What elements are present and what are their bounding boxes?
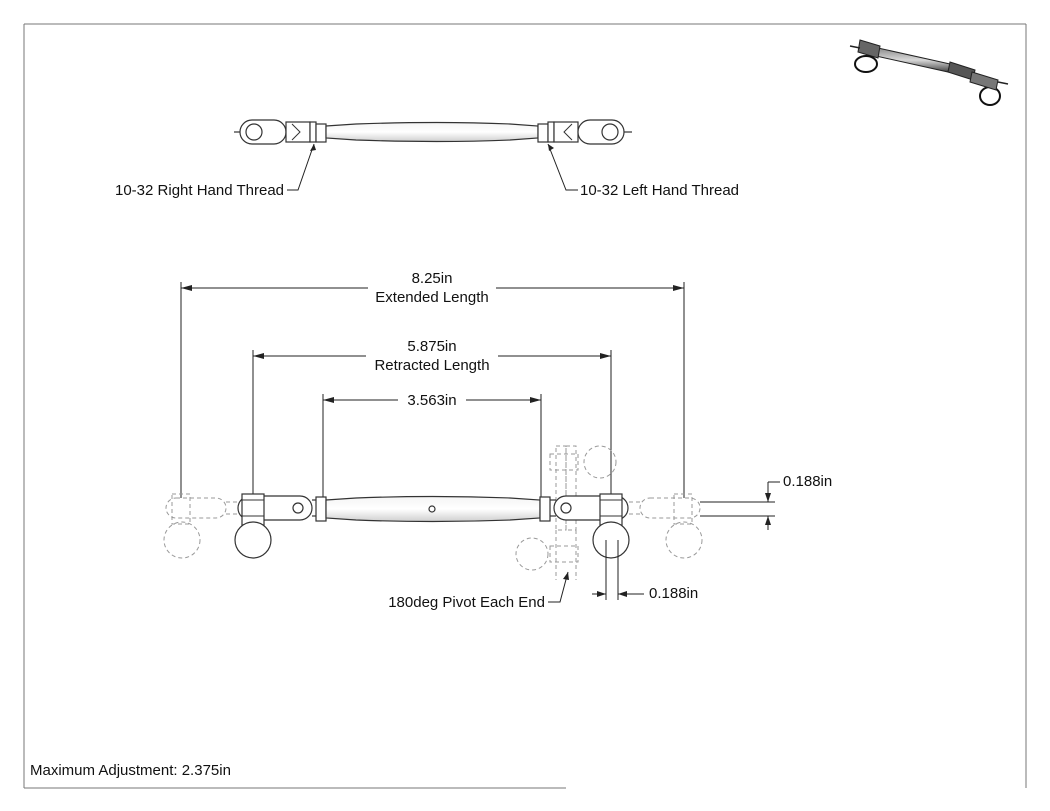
extended-length-dimension xyxy=(180,282,685,498)
left-thread-label: 10-32 Left Hand Thread xyxy=(580,182,739,199)
ghost-right-extended-clevis xyxy=(622,493,703,559)
body-length-dimension xyxy=(322,394,542,498)
retracted-length-value: 5.875in xyxy=(407,338,456,355)
right-thread-label: 10-32 Right Hand Thread xyxy=(115,182,284,199)
top-view-turnbuckle xyxy=(234,119,632,145)
pin-offset-dimension xyxy=(700,481,780,530)
front-view-turnbuckle xyxy=(234,493,630,559)
pin-width-value: 0.188in xyxy=(649,585,698,602)
body-length-value: 3.563in xyxy=(407,392,456,409)
max-adjustment-note: Maximum Adjustment: 2.375in xyxy=(30,762,231,779)
pivot-leader xyxy=(548,571,569,603)
extended-length-value: 8.25in xyxy=(412,270,453,287)
sheet-border xyxy=(23,23,1027,789)
ghost-pivot-clevis xyxy=(515,445,617,580)
pin-offset-value: 0.188in xyxy=(783,473,832,490)
retracted-length-label: Retracted Length xyxy=(374,357,489,374)
left-thread-leader xyxy=(547,143,578,191)
ghost-left-extended-clevis xyxy=(163,493,244,559)
isometric-turnbuckle-icon xyxy=(849,39,1009,106)
retracted-length-dimension xyxy=(252,350,612,498)
right-thread-leader xyxy=(287,143,316,191)
extended-length-label: Extended Length xyxy=(375,289,488,306)
pin-width-dimension xyxy=(592,540,644,600)
pivot-label: 180deg Pivot Each End xyxy=(388,594,545,611)
